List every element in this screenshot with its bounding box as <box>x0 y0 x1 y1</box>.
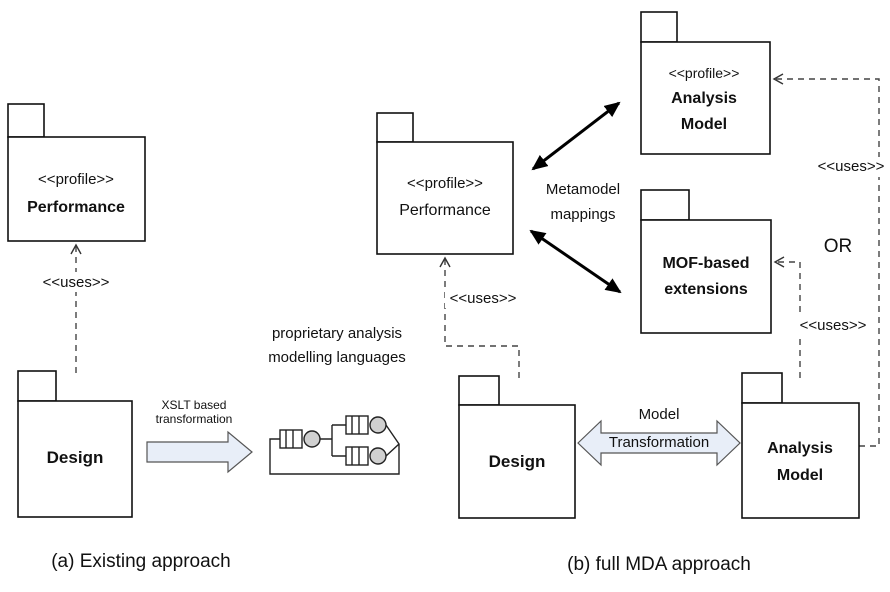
mapping-arrow-bottom <box>529 229 622 294</box>
package-performance-b: <<profile>> Performance <box>376 112 514 255</box>
languages-label-2: modelling languages <box>268 349 406 366</box>
uses-label-b-mid: <<uses>> <box>800 317 867 334</box>
uses-label-b-top: <<uses>> <box>818 158 885 175</box>
package-name-line1: Analysis <box>767 440 833 457</box>
stereotype-label: <<profile>> <box>669 65 740 81</box>
package-name-line1: Analysis <box>671 90 737 107</box>
or-label: OR <box>824 236 853 257</box>
package-design-a: Design <box>17 370 133 518</box>
uses-label-a: <<uses>> <box>43 274 110 291</box>
mappings-label-1: Metamodel <box>546 181 620 198</box>
transformation-label-b-1: Model <box>639 406 680 423</box>
mappings-label-2: mappings <box>550 206 615 223</box>
uses-dependency-b-mid <box>773 256 801 378</box>
transformation-arrow-b <box>577 419 741 467</box>
uses-label-bg <box>814 157 890 177</box>
package-mof-extensions: MOF-based extensions <box>640 189 772 334</box>
queueing-network-icon <box>269 415 400 475</box>
uses-dependency-b-top <box>772 73 880 447</box>
package-design-b: Design <box>458 375 576 519</box>
package-analysis-model: Analysis Model <box>741 372 860 519</box>
transformation-label-a-2: transformation <box>156 412 233 426</box>
uses-label-b-left: <<uses>> <box>450 290 517 307</box>
mapping-arrow-top <box>531 101 621 171</box>
transformation-label-a-1: XSLT based <box>162 398 227 412</box>
package-name-line2: extensions <box>664 281 748 298</box>
caption-b: (b) full MDA approach <box>567 554 751 575</box>
stereotype-label: <<profile>> <box>407 175 483 192</box>
languages-label-1: proprietary analysis <box>272 325 402 342</box>
package-name: Design <box>47 448 104 467</box>
package-name: Performance <box>399 202 491 219</box>
package-name-line2: Model <box>777 467 823 484</box>
package-name: Design <box>489 452 546 471</box>
uses-label-bg <box>795 315 871 335</box>
uses-dependency-b-left <box>439 256 520 378</box>
transformation-arrow-a <box>146 430 253 474</box>
package-performance-a: <<profile>> Performance <box>7 103 146 242</box>
package-name-line2: Model <box>681 116 727 133</box>
package-name-line1: MOF-based <box>662 255 749 272</box>
uses-label-bg <box>445 288 521 308</box>
uses-label-bg <box>38 272 114 292</box>
stereotype-label: <<profile>> <box>38 171 114 188</box>
caption-a: (a) Existing approach <box>51 551 231 572</box>
package-analysis-profile: <<profile>> Analysis Model <box>640 11 771 155</box>
package-name: Performance <box>27 199 125 216</box>
transformation-label-b-2: Transformation <box>609 434 709 451</box>
